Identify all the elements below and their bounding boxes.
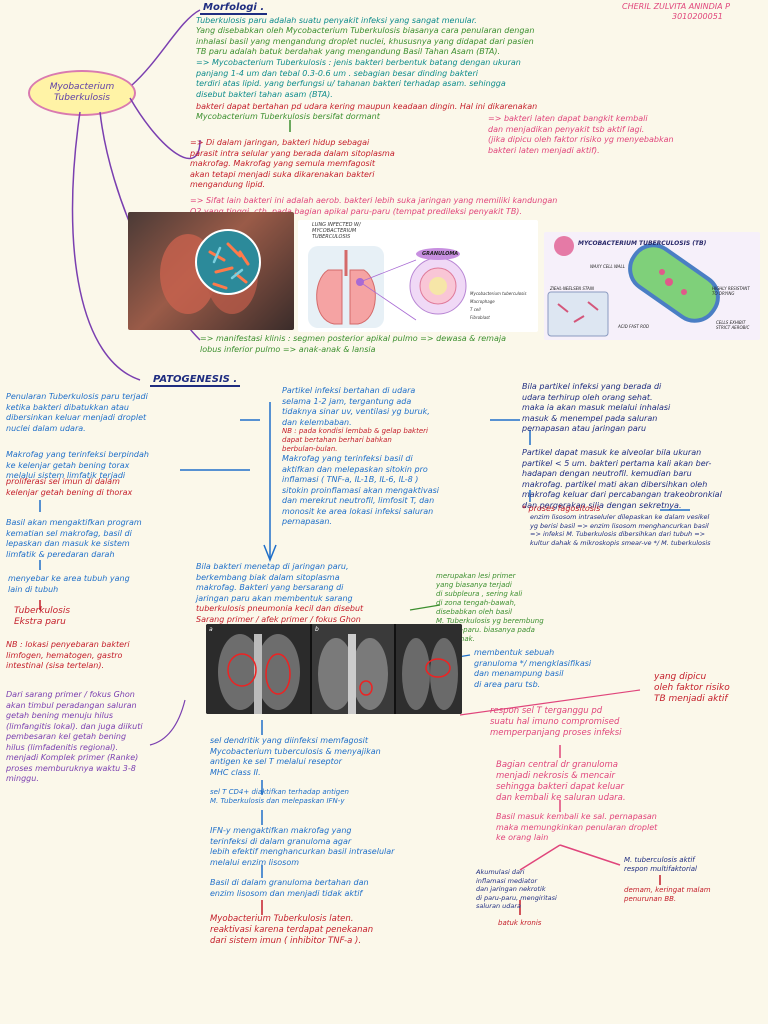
label-waxy-wall: WAXY CELL WALL — [590, 264, 625, 269]
legend-macrophage: Macrophage — [470, 299, 495, 304]
pato-ranke-complex: Dari sarang primer / fokus Ghon akan tim… — [6, 690, 143, 783]
label-zn-stain: ZIEHL-NEELSEN STAIN — [550, 286, 594, 291]
pato-transmission: Penularan Tuberkulosis paru terjadi keti… — [6, 392, 148, 433]
pato-cytokines: Makrofag yang terinfeksi basil di aktifk… — [282, 454, 439, 526]
pato-lysosome: enzim lisosom intraseluler dilepaskan ke… — [530, 513, 710, 538]
pato-symptoms: demam, keringat malam penurunan BB. — [624, 886, 711, 903]
label-resistant: HIGHLY RESISTANT TO DRYING — [712, 286, 750, 296]
pato-macrophage-death: Basil akan mengaktifkan program kematian… — [6, 518, 142, 559]
morfologi-intracellular: => Di dalam jaringan, bakteri hidup seba… — [190, 138, 395, 189]
tb-diagram-title: MYCOBACTERIUM TUBERCULOSIS (TB) — [578, 240, 707, 247]
xray-label-b: b — [315, 626, 319, 633]
patogenesis-title: PATOGENESIS . — [150, 374, 241, 387]
granuloma-label: GRANULOMA — [422, 251, 459, 257]
pato-alveolar-entry: Partikel dapat masuk ke alveolar bila uk… — [522, 448, 722, 510]
pato-lymph-migration: Makrofag yang terinfeksi berpindah ke ke… — [6, 450, 149, 480]
pato-spread: menyebar ke area tubuh yang lain di tubu… — [8, 574, 130, 594]
lung-caption: LUNG INFECTED W/ MYCOBACTERIUM TUBERCULO… — [312, 222, 361, 240]
legend-mtb: Mycobacterium tuberculosis — [470, 291, 527, 296]
tb-bacterium-diagram: MYCOBACTERIUM TUBERCULOSIS (TB) WAXY CEL… — [544, 232, 760, 340]
xray-label-a: a — [209, 626, 213, 633]
pato-latent-tb: Myobacterium Tuberkulosis laten. reaktiv… — [210, 914, 374, 946]
pato-ifn-gamma: IFN-y mengaktifkan makrofag yang terinfe… — [210, 826, 395, 867]
legend-tcell: T cell — [470, 307, 481, 312]
pato-airborne-note: NB : pada kondisi lembab & gelap bakteri… — [282, 427, 428, 453]
pato-ghon-focus: tuberkulosis pneumonia kecil dan disebut… — [196, 604, 364, 624]
manifestasi-klinis: => manifestasi klinis : segmen posterior… — [200, 334, 506, 354]
morfologi-title: Morfologi . — [200, 2, 268, 15]
morfologi-dormant-note: => bakteri laten dapat bangkit kembali d… — [488, 114, 674, 155]
morfologi-aerob: => Sifat lain bakteri ini adalah aerob. … — [190, 196, 558, 216]
morfologi-transmission: Yang disebabkan oleh Mycobacterium Tuber… — [196, 26, 535, 56]
pato-immunocompromised: respon sel T terganggu pd suatu hal imun… — [490, 706, 622, 738]
pato-primary-focus: Bila bakteri menetap di jaringan paru, b… — [196, 562, 353, 603]
pato-spread-note: NB : lokasi penyebaran bakteri limfogen,… — [6, 640, 130, 670]
pato-phagocytosis: * proses fagositosis — [522, 504, 601, 513]
label-aerobic: CELLS EXHIBIT STRICT AEROBIC — [716, 320, 750, 330]
xray-panel: a b — [206, 624, 462, 714]
pato-chronic-cough: batuk kronis — [498, 919, 542, 927]
pato-cd4-activation: sel T CD4+ diaktifkan terhadap antigen M… — [210, 788, 349, 805]
morfologi-resistance: bakteri dapat bertahan pd udara kering m… — [196, 102, 538, 111]
pato-immune-proliferation: proliferasi sel imun di dalam kelenjar g… — [6, 477, 133, 497]
pato-risk-trigger: yang dipicu oleh faktor risiko TB menjad… — [654, 672, 730, 704]
granuloma-diagram: LUNG INFECTED W/ MYCOBACTERIUM TUBERCULO… — [298, 220, 538, 332]
granuloma-legend: Mycobacterium tuberculosis Macrophage T … — [470, 290, 526, 322]
pato-dendritic-cells: sel dendritik yang diinfeksi memfagosit … — [210, 736, 381, 777]
pato-airborne-survival: Partikel infeksi bertahan di udara selam… — [282, 386, 430, 427]
topic-oval: Myobacterium Tuberkulosis — [28, 70, 136, 116]
pato-culture: kultur dahak & mikroskopis smear-ve */ M… — [530, 539, 711, 547]
morfologi-definition: Tuberkulosis paru adalah suatu penyakit … — [196, 16, 477, 25]
author-name: CHERIL ZULVITA ANINDIA P — [622, 2, 730, 11]
pato-chronic-cough-cause: Akumulasi dari inflamasi mediator dan ja… — [476, 868, 557, 910]
legend-fibroblast: Fibroblast — [470, 315, 490, 320]
morfologi-bacteria-desc: => Mycobacterium Tuberkulosis : jenis ba… — [196, 58, 521, 99]
pato-inhalation: Bila partikel infeksi yang berada di uda… — [522, 382, 671, 433]
pato-extra-pulmonary: Tuberkulosis Ekstra paru — [14, 606, 71, 627]
pato-necrosis: Bagian central dr granuloma menjadi nekr… — [496, 760, 626, 803]
pato-active-tb: M. tuberculosis aktif respon multifaktor… — [624, 856, 698, 873]
tb-lung-photo — [128, 212, 294, 330]
label-acid-fast: ACID FAST ROD — [618, 324, 650, 329]
pato-reinfection: Basil masuk kembali ke sal. pernapasan m… — [496, 812, 658, 842]
pato-inactive-basil: Basil di dalam granuloma bertahan dan en… — [210, 878, 369, 898]
pato-granuloma-formation: membentuk sebuah granuloma */ mengklasif… — [474, 648, 592, 689]
morfologi-dormant: Mycobacterium Tuberkulosis bersifat dorm… — [196, 112, 380, 121]
student-id: 3010200051 — [672, 12, 723, 21]
